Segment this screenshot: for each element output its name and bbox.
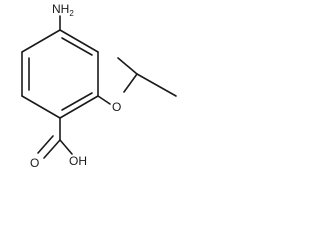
carbonyl-oxygen-label: O <box>30 156 39 170</box>
bond-ether-o-to-ch <box>123 73 138 93</box>
structure-canvas: NH2 O O OH <box>0 0 186 198</box>
structural-formula: NH2 O O OH <box>21 2 177 170</box>
ring-bond-c4-c5 <box>21 95 61 119</box>
ring-double-bond-c3-c4 <box>61 92 93 111</box>
bond-ch-to-methyl-right <box>136 73 177 97</box>
benzene-ring <box>21 29 99 119</box>
ring-double-bond-c1-c2 <box>61 37 93 56</box>
bond-carbonyl-c-o-double <box>37 135 54 154</box>
bond-carbonyl-c-o <box>43 139 61 159</box>
ring-bond-c1-c2 <box>59 29 99 53</box>
ring-bond-c3-c4 <box>59 95 99 119</box>
bond-ch-to-methyl-top <box>117 57 138 75</box>
bond-ring-to-ether-o <box>97 95 111 105</box>
bond-carboxyl-c-oh <box>59 139 73 155</box>
amine-h-count: 2 <box>69 9 74 18</box>
amine-n: N <box>52 2 61 16</box>
ring-bond-c6-c1 <box>21 29 61 53</box>
amine-h: H <box>61 2 70 16</box>
hydroxyl-label: OH <box>69 154 87 168</box>
amine-label: NH2 <box>52 2 74 18</box>
ether-oxygen-label: O <box>112 100 121 114</box>
